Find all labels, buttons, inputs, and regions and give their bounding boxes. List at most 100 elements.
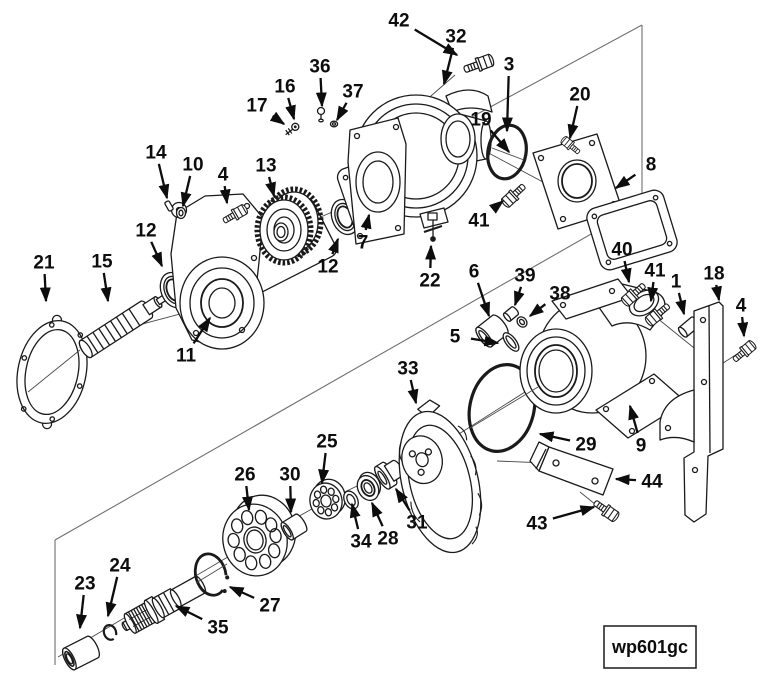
- callout-arrow-34: [349, 502, 361, 530]
- callout-4: 4: [218, 165, 231, 205]
- callout-number-6: 6: [469, 262, 480, 283]
- part-18-bracket: [659, 301, 724, 523]
- part-9-compressor-housing: [519, 278, 687, 439]
- callout-24: 24: [105, 556, 131, 618]
- callout-28: 28: [370, 501, 399, 550]
- callout-arrow-1: [675, 292, 687, 316]
- callout-26: 26: [234, 465, 256, 512]
- callout-arrow-37: [335, 102, 349, 122]
- part-28-seal: [356, 471, 382, 502]
- callout-36: 36: [309, 57, 331, 108]
- callout-1: 1: [671, 272, 687, 316]
- callout-25: 25: [316, 432, 338, 485]
- callout-arrow-26: [242, 485, 253, 512]
- callout-21: 21: [33, 253, 55, 303]
- callout-arrow-36: [315, 77, 327, 108]
- part-32-turbine-housing: [347, 89, 493, 245]
- callout-arrow-15: [100, 272, 112, 303]
- callout-arrow-28: [370, 501, 384, 527]
- part-13-gear: [254, 186, 324, 266]
- callout-8: 8: [614, 155, 656, 189]
- callout-number-21: 21: [33, 253, 55, 274]
- part-8-gasket: [586, 189, 678, 271]
- callout-number-7: 7: [358, 233, 369, 254]
- callout-arrow-22: [425, 244, 437, 269]
- callout-18: 18: [703, 264, 725, 302]
- callout-3: 3: [501, 55, 514, 133]
- callout-arrow-27: [228, 585, 255, 599]
- part-43-screw: [590, 496, 622, 524]
- callout-arrow-20: [567, 105, 579, 140]
- callout-number-12: 12: [135, 221, 156, 242]
- callout-arrow-23: [76, 594, 87, 630]
- callout-43: 43: [526, 505, 596, 535]
- part-15-camshaft: [78, 294, 167, 359]
- callout-20: 20: [567, 85, 591, 140]
- callout-number-30: 30: [279, 465, 300, 486]
- callout-arrow-8: [614, 173, 637, 189]
- callout-22: 22: [419, 244, 441, 292]
- callout-arrow-41: [489, 200, 505, 214]
- callout-arrow-25: [318, 452, 330, 485]
- part-29-o-ring: [467, 363, 537, 453]
- callout-40: 40: [611, 240, 633, 284]
- callout-number-44: 44: [641, 472, 663, 493]
- callout-number-16: 16: [274, 77, 295, 98]
- callout-31: 31: [395, 487, 428, 534]
- callout-arrow-5: [470, 335, 500, 347]
- part-41-bolt-upper: [499, 180, 529, 210]
- callout-number-28: 28: [377, 529, 398, 550]
- callout-12: 12: [317, 237, 340, 278]
- perspective-plane-lines: [54, 24, 643, 665]
- callout-number-18: 18: [703, 264, 724, 285]
- part-5-ring: [502, 332, 520, 352]
- callout-42: 42: [388, 11, 459, 56]
- callout-number-10: 10: [182, 155, 203, 176]
- callout-arrow-35: [174, 604, 203, 621]
- callout-15: 15: [91, 252, 113, 303]
- callout-number-1: 1: [671, 272, 682, 293]
- part-33-impeller: [398, 399, 483, 554]
- callout-number-42: 42: [388, 11, 409, 32]
- callout-number-36: 36: [309, 57, 330, 78]
- callout-arrow-30: [285, 485, 297, 514]
- callout-arrow-29: [538, 431, 571, 443]
- callout-39: 39: [513, 266, 536, 307]
- part-37-nut: [329, 120, 339, 128]
- callout-number-26: 26: [234, 465, 255, 486]
- callout-arrow-14: [157, 163, 170, 200]
- callout-number-15: 15: [91, 252, 113, 273]
- callout-arrow-16: [285, 97, 296, 121]
- callout-number-29: 29: [575, 435, 596, 456]
- callout-7: 7: [358, 213, 372, 254]
- callout-arrow-10: [180, 175, 192, 208]
- callout-14: 14: [145, 143, 170, 200]
- callout-arrow-44: [614, 474, 637, 486]
- callout-arrow-9: [628, 404, 639, 434]
- figure-code: wp601gc: [611, 637, 688, 657]
- callout-10: 10: [180, 155, 204, 208]
- callout-arrow-40: [620, 260, 632, 284]
- callout-30: 30: [279, 465, 301, 514]
- callout-13: 13: [255, 156, 277, 198]
- callout-arrow-21: [39, 273, 51, 303]
- callout-number-4: 4: [218, 165, 229, 186]
- callout-38: 38: [528, 284, 571, 317]
- callout-arrow-4: [219, 185, 231, 205]
- callout-arrow-6: [476, 282, 491, 318]
- callout-arrow-32: [441, 47, 455, 86]
- callout-16: 16: [274, 77, 296, 121]
- callout-number-35: 35: [207, 618, 229, 639]
- callout-arrow-11: [192, 316, 211, 344]
- part-4-bolt-right: [729, 338, 759, 366]
- callout-number-12: 12: [317, 257, 338, 278]
- callout-arrow-43: [552, 505, 596, 520]
- callout-number-37: 37: [342, 82, 363, 103]
- callout-number-4: 4: [736, 296, 747, 317]
- part-36-fitting: [316, 106, 326, 123]
- callout-34: 34: [349, 502, 372, 553]
- callout-6: 6: [469, 262, 491, 318]
- callout-arrow-12: [328, 237, 340, 255]
